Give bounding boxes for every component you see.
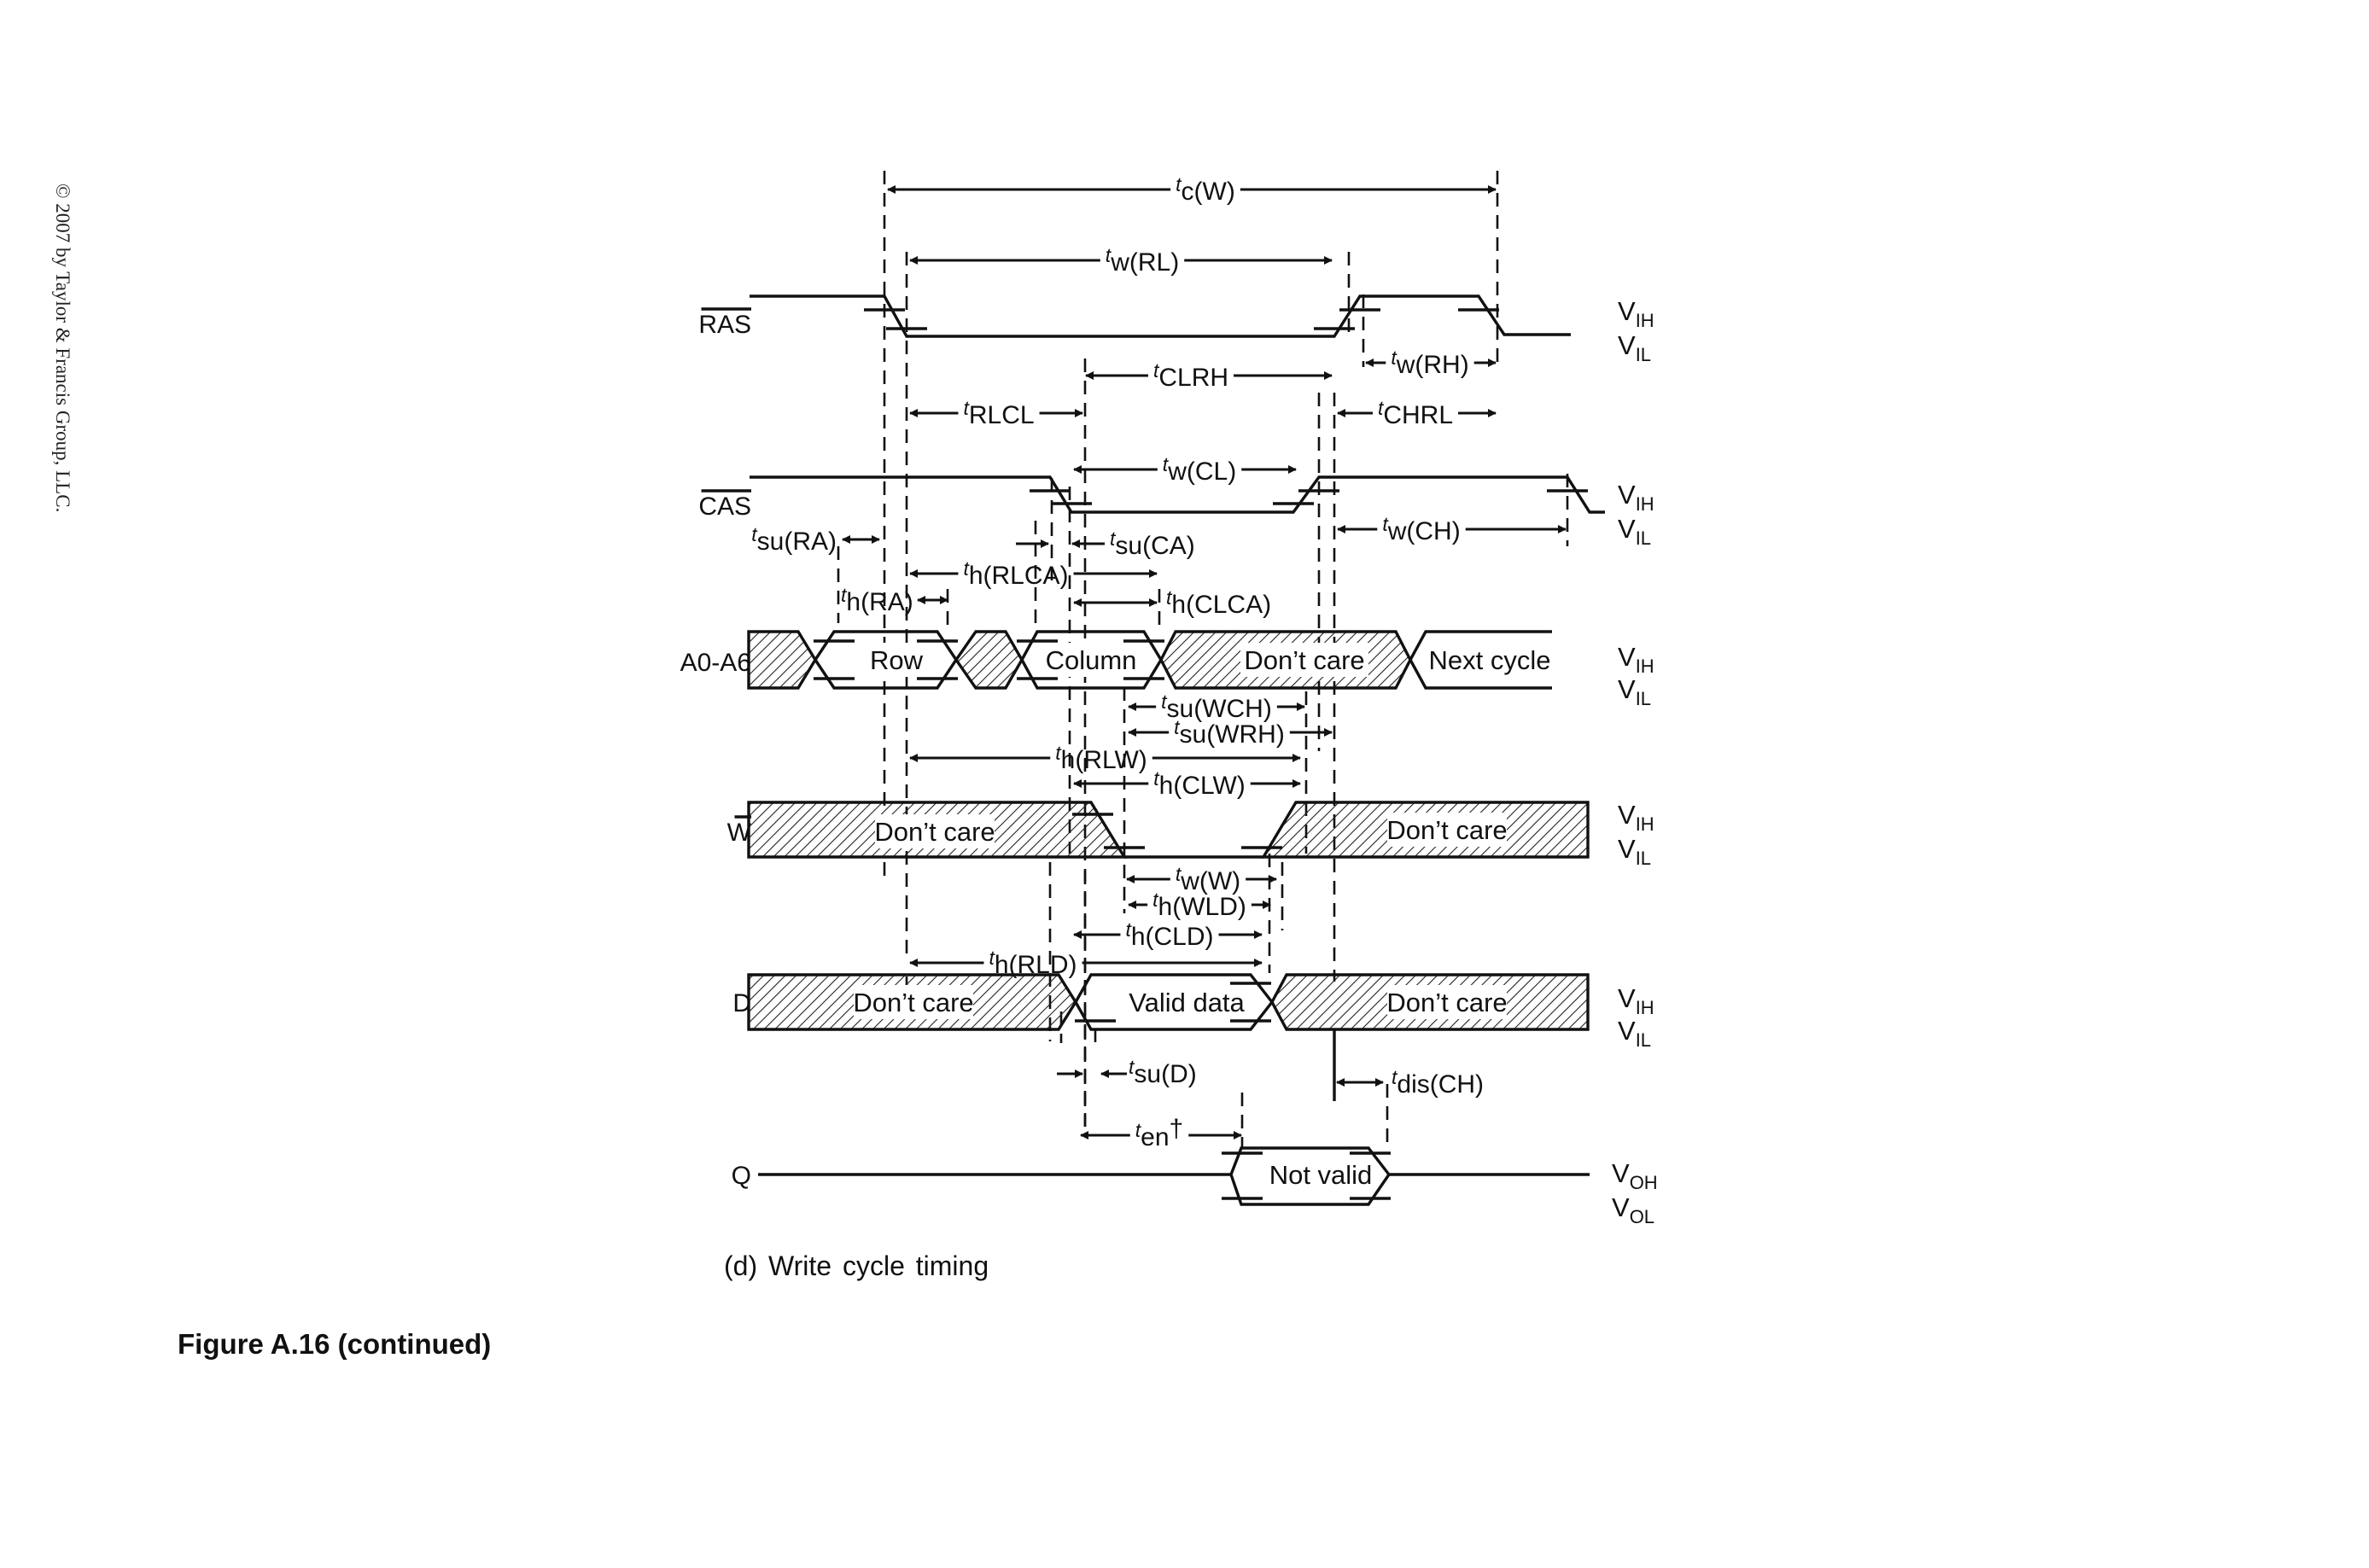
label-background <box>1041 643 1141 677</box>
label-background <box>1387 813 1507 847</box>
voltage-level-label: VOH <box>1612 1158 1658 1193</box>
timing-label-tw_rh: tw(RH) <box>1391 347 1468 379</box>
w-dont-care-left-label: Don’t care <box>874 817 995 847</box>
timing-label-tw_rl: tw(RL) <box>1106 244 1179 277</box>
label-background <box>866 643 927 677</box>
d-dont-care-left-label: Don’t care <box>853 988 973 1017</box>
timing-label-t_rlcl: tRLCL <box>963 397 1034 429</box>
timing-label-tw_w: tw(W) <box>1176 863 1240 895</box>
label-background <box>1387 985 1507 1019</box>
addr-hatched-start <box>747 630 817 690</box>
timing-label-th_rlca: th(RLCA) <box>963 557 1068 590</box>
waveforms <box>747 294 1605 1206</box>
timing-label-tsu_d: tsu(D) <box>1129 1056 1197 1088</box>
voltage-level-label: VIH <box>1618 800 1654 835</box>
voltage-level-label: VIH <box>1618 480 1654 515</box>
cas-waveform <box>750 475 1605 514</box>
signal-name-addr: A0-A6 <box>680 649 751 677</box>
timing-label-t_clrh: tCLRH <box>1153 359 1228 392</box>
timing-label-th_rld: th(RLD) <box>989 947 1077 979</box>
timing-label-th_rlw: th(RLW) <box>1055 742 1147 774</box>
timing-label-th_ra: th(RA) <box>841 584 913 616</box>
subfigure-caption: (d) Write cycle timing <box>724 1250 989 1281</box>
signal-name-w: W <box>727 819 752 847</box>
signal-name-d: D <box>732 989 751 1017</box>
timing-label-th_wld: th(WLD) <box>1152 889 1246 921</box>
voltage-level-label: VIL <box>1618 514 1651 549</box>
addr-hatched-mid <box>954 630 1024 690</box>
label-background <box>854 985 973 1019</box>
voltage-level-label: VIH <box>1618 296 1654 331</box>
timing-label-tdis_ch: tdis(CH) <box>1392 1066 1484 1099</box>
timing-label-th_clw: th(CLW) <box>1153 767 1246 800</box>
figure-caption: Figure A.16 (continued) <box>178 1328 492 1360</box>
signal-name-q: Q <box>732 1162 751 1190</box>
timing-label-tsu_ca: tsu(CA) <box>1110 528 1195 560</box>
timing-label-tw_cl: tw(CL) <box>1163 453 1236 486</box>
label-background <box>875 814 995 848</box>
timing-label-t_chrl: tCHRL <box>1378 397 1453 429</box>
voltage-level-label: VIL <box>1618 1016 1651 1051</box>
timing-label-t_en: ten† <box>1135 1115 1183 1151</box>
row-address-label: Row <box>870 645 924 675</box>
timing-label-th_cld: th(CLD) <box>1125 918 1213 951</box>
addr-dont-care-label: Don’t care <box>1244 645 1364 675</box>
timing-label-tsu_wrh: tsu(WRH) <box>1174 716 1285 749</box>
column-address-label: Column <box>1046 645 1137 675</box>
voltage-level-label: VIL <box>1618 674 1651 709</box>
addr-next-cycle-box <box>1409 630 1552 690</box>
timing-label-th_clca: th(CLCA) <box>1166 586 1271 619</box>
timing-dimension-arrows <box>842 185 1567 1140</box>
timing-label-tsu_wch: tsu(WCH) <box>1161 691 1272 723</box>
timing-label-tc_w: tc(W) <box>1176 173 1235 206</box>
signal-name-ras: RAS <box>698 311 751 339</box>
voltage-level-label: VIH <box>1618 983 1654 1018</box>
w-dont-care-right-label: Don’t care <box>1386 815 1507 845</box>
signal-name-cas: CAS <box>698 493 751 521</box>
timing-label-tw_ch: tw(CH) <box>1382 513 1460 545</box>
d-dont-care-right-label: Don’t care <box>1386 988 1507 1017</box>
ras-waveform <box>750 294 1571 338</box>
voltage-level-label: VIL <box>1618 834 1651 869</box>
valid-data-label: Valid data <box>1129 988 1245 1017</box>
voltage-level-label: VIL <box>1618 330 1651 365</box>
voltage-level-label: VOL <box>1612 1192 1654 1227</box>
voltage-level-label: VIH <box>1618 642 1654 677</box>
next-cycle-label: Next cycle <box>1429 645 1551 675</box>
label-background <box>1240 643 1368 677</box>
not-valid-label: Not valid <box>1269 1160 1373 1190</box>
timing-label-tsu_ra: tsu(RA) <box>751 523 837 556</box>
